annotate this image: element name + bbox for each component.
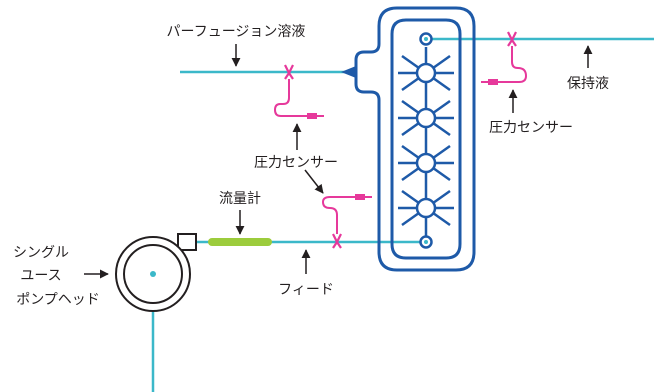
membrane-node <box>415 152 437 174</box>
label-retentate: 保持液 <box>567 76 609 92</box>
device-inner-body <box>390 18 462 260</box>
membrane-node <box>415 197 437 219</box>
filter-device <box>341 6 476 272</box>
label-pump-line1: シングル <box>13 245 69 261</box>
membrane-node <box>415 62 437 84</box>
membrane-nodes <box>415 62 437 219</box>
device-ports <box>419 32 433 249</box>
label-pressure-right: 圧力センサー <box>489 120 573 136</box>
label-perfusion: パーフュージョン溶液 <box>167 24 306 40</box>
callout-arrows <box>84 44 593 279</box>
pressure-sensor-perfusion <box>273 64 324 119</box>
pressure-sensor-feed <box>321 194 372 249</box>
pressure-sensors <box>273 31 528 249</box>
label-pump-line2: ユース <box>20 268 61 284</box>
pump-head <box>115 233 197 312</box>
label-flow-meter: 流量計 <box>219 191 261 207</box>
pump-hub <box>150 271 156 277</box>
label-feed: フィード <box>278 282 334 298</box>
membrane-node <box>415 107 437 129</box>
device-inlet-nozzle <box>341 66 356 78</box>
pressure-left-arrow-diag <box>304 169 324 194</box>
label-pump-line3: ポンプヘッド <box>16 292 100 308</box>
device-outer-body <box>354 6 476 272</box>
pump-outlet-stub <box>177 233 197 251</box>
pressure-sensor-retentate <box>481 31 528 85</box>
label-pressure-left: 圧力センサー <box>254 155 338 171</box>
